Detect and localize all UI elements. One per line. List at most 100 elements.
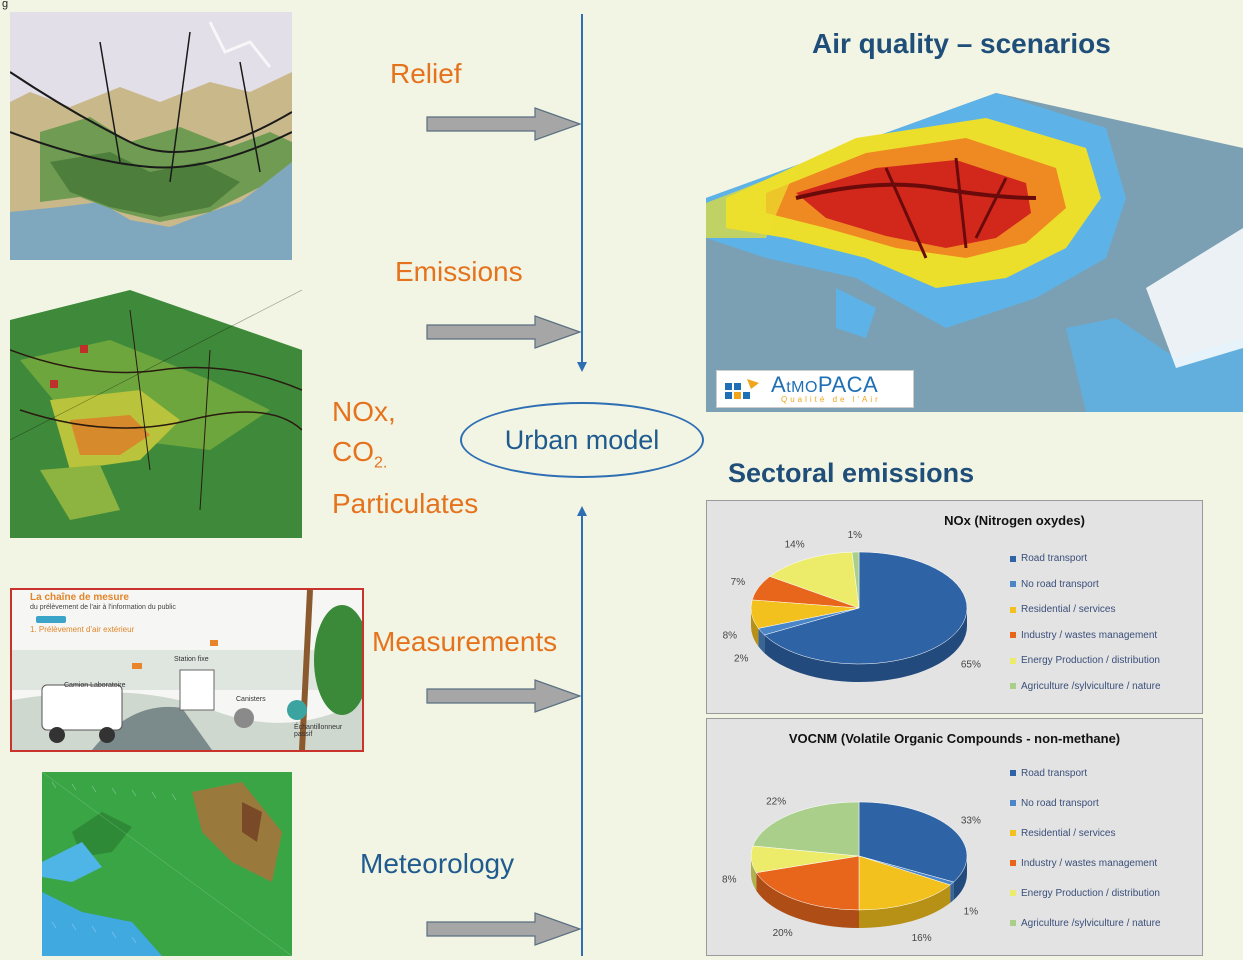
legend-item: Road transport	[1010, 546, 1161, 572]
pollutant-particulates: Particulates	[332, 487, 479, 519]
pie-slice-side	[764, 608, 967, 682]
pollutant-co2-sub: 2.	[374, 454, 388, 472]
pie-data-label: 7%	[731, 577, 746, 588]
vocnm-pie-chart: 33%1%16%20%8%22%	[722, 797, 981, 945]
sectoral-emissions-title: Sectoral emissions	[728, 458, 975, 488]
pie-slice-side	[756, 872, 859, 928]
poster-label-echantillonneur: Échantillonneur passif	[294, 724, 343, 738]
arrow-relief	[426, 107, 582, 141]
nox-pie-chart: 65% 2% 8% 7% 14% 1%	[723, 530, 981, 682]
measurement-chain-poster: La chaîne de mesure du prélèvement de l'…	[10, 588, 364, 752]
legend-swatch	[1010, 890, 1016, 896]
pie-slice-side	[950, 882, 954, 903]
relief-map-image	[10, 12, 292, 260]
pie-data-label: 2%	[734, 653, 749, 664]
arrow-emissions	[426, 315, 582, 349]
bottom-arrowhead	[577, 506, 587, 516]
legend-swatch	[1010, 683, 1016, 690]
nox-chart-title: NOx (Nitrogen oxydes)	[944, 513, 1085, 528]
logo-a: A	[771, 372, 787, 397]
legend-swatch	[1010, 657, 1016, 664]
legend-label: Industry / wastes management	[1021, 629, 1158, 641]
pie-slice	[851, 551, 860, 609]
pie-data-label: 1%	[964, 907, 979, 918]
meteorology-map-image	[42, 772, 292, 956]
legend-label: Road transport	[1021, 553, 1088, 565]
legend-item: Energy Production / distribution	[1010, 648, 1161, 674]
pie-slice	[752, 801, 860, 857]
legend-label: Energy Production / distribution	[1021, 655, 1160, 667]
pie-data-label: 22%	[766, 797, 786, 808]
pie-data-label: 8%	[722, 875, 737, 886]
atmopaca-logo: AtMOPACA Qualité de l'Air	[716, 370, 914, 408]
urban-model-label: Urban model	[504, 424, 660, 455]
top-arrowhead	[577, 362, 587, 372]
legend-label: No road transport	[1021, 797, 1099, 809]
legend-label: Road transport	[1021, 767, 1088, 779]
legend-item: No road transport	[1010, 788, 1161, 818]
label-pollutants: NOx, CO2. Particulates	[332, 392, 478, 524]
legend-item: No road transport	[1010, 572, 1161, 598]
legend-label: Energy Production / distribution	[1021, 887, 1160, 899]
emissions-map-image	[10, 290, 302, 538]
legend-swatch	[1010, 581, 1016, 588]
pie-slice-side	[953, 856, 967, 901]
legend-label: Industry / wastes management	[1021, 857, 1158, 869]
figure-tag: g	[2, 0, 9, 10]
poster-title: La chaîne de mesure	[30, 592, 129, 603]
vocnm-chart-panel: VOCNM (Volatile Organic Compounds - non-…	[706, 718, 1203, 956]
air-quality-map-image: AtMOPACA Qualité de l'Air	[706, 88, 1243, 412]
legend-label: Agriculture /sylviculture / nature	[1021, 680, 1161, 692]
poster-step: 1. Prélèvement d'air extérieur	[30, 625, 135, 634]
pie-slice	[755, 855, 860, 911]
legend-swatch	[1010, 800, 1016, 806]
pie-slice	[858, 801, 968, 883]
atmopaca-logo-wordmark: AtMOPACA	[771, 372, 878, 398]
legend-item: Agriculture /sylviculture / nature	[1010, 674, 1161, 700]
arrow-meteorology	[426, 912, 582, 946]
legend-swatch	[1010, 770, 1016, 776]
vocnm-chart-title: VOCNM (Volatile Organic Compounds - non-…	[788, 731, 1121, 746]
label-meteorology: Meteorology	[360, 848, 515, 879]
pie-slice	[763, 551, 968, 665]
air-quality-title: Air quality – scenarios	[812, 28, 1111, 59]
label-relief: Relief	[390, 58, 462, 89]
legend-item: Industry / wastes management	[1010, 623, 1161, 649]
legend-item: Industry / wastes management	[1010, 848, 1161, 878]
atmopaca-logo-tagline: Qualité de l'Air	[781, 395, 881, 404]
legend-label: Residential / services	[1021, 827, 1116, 839]
legend-swatch	[1010, 920, 1016, 926]
pie-slice-side	[859, 884, 951, 928]
logo-mo: MO	[791, 379, 818, 396]
pie-slice-side	[751, 608, 759, 647]
pie-data-label: 8%	[723, 630, 738, 641]
legend-item: Road transport	[1010, 758, 1161, 788]
poster-label-station: Station fixe	[174, 656, 209, 663]
legend-item: Agriculture /sylviculture / nature	[1010, 908, 1161, 938]
pie-data-label: 20%	[773, 928, 793, 939]
poster-subtitle: du prélèvement de l'air à l'information …	[30, 604, 176, 611]
urban-model-node: Urban model	[460, 402, 704, 478]
legend-item: Residential / services	[1010, 818, 1161, 848]
pie-data-label: 16%	[912, 933, 932, 944]
pollutant-co2: CO2.	[332, 432, 478, 484]
legend-swatch	[1010, 606, 1016, 613]
poster-label-camion: Camion Laboratoire	[64, 682, 126, 689]
pollutant-co2-main: CO	[332, 436, 374, 467]
legend-swatch	[1010, 555, 1016, 562]
pie-data-label: 65%	[961, 660, 981, 671]
pie-data-label: 1%	[848, 530, 863, 541]
pie-slice	[858, 855, 951, 911]
logo-t: t	[786, 379, 792, 396]
legend-swatch	[1010, 860, 1016, 866]
legend-swatch	[1010, 632, 1016, 639]
pie-data-label: 14%	[785, 540, 805, 551]
legend-swatch	[1010, 830, 1016, 836]
atmopaca-logo-icon	[725, 379, 759, 399]
vertical-flow-lines	[577, 14, 587, 956]
label-measurements: Measurements	[372, 626, 558, 657]
pollutant-nox: NOx,	[332, 396, 396, 427]
legend-label: No road transport	[1021, 578, 1099, 590]
